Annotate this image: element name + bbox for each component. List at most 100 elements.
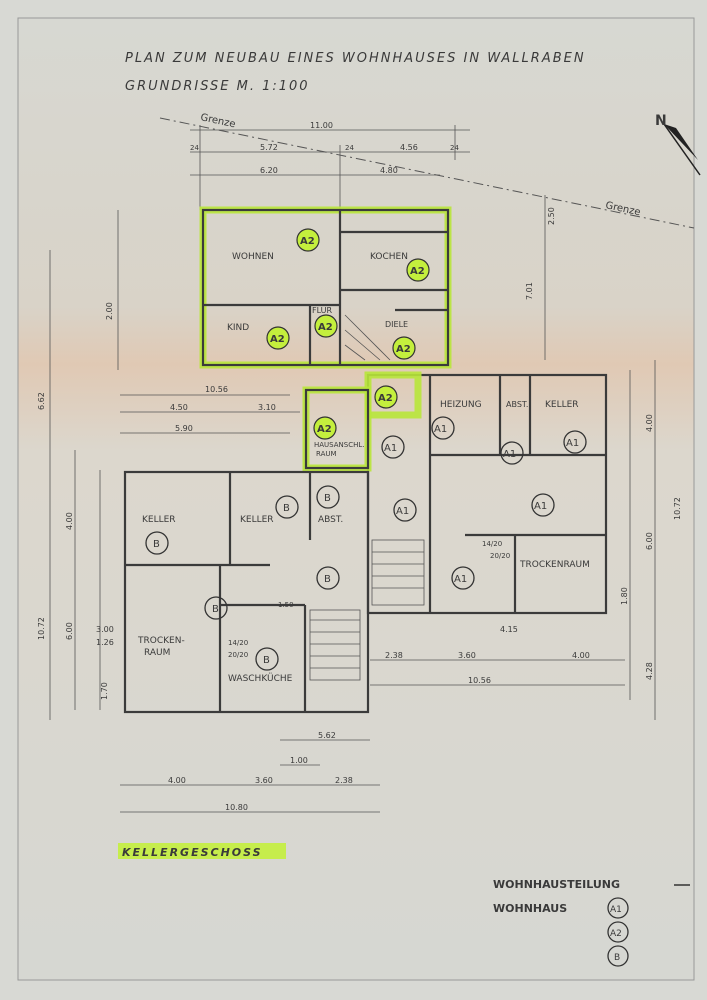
svg-text:24: 24: [345, 144, 354, 152]
badge-a1-6: A1: [531, 493, 555, 517]
legend-title: WOHNHAUSTEILUNG: [493, 878, 620, 891]
middle-dimension-chain: 10.56 4.50 3.10 5.90: [120, 385, 300, 434]
badge-a1-3: A1: [500, 441, 524, 465]
badge-a1-7: A1: [451, 566, 475, 590]
svg-text:4.15: 4.15: [500, 625, 518, 634]
bottom-dimension-chain: 2.38 3.60 4.00 10.56 4.15 5.62 1.00 4.00…: [120, 625, 625, 813]
svg-text:20/20: 20/20: [490, 552, 510, 560]
badge-b-1: B: [145, 531, 169, 555]
basement-plan: [123, 371, 608, 714]
room-label-flur: FLUR: [312, 306, 333, 315]
svg-text:5.62: 5.62: [318, 731, 336, 740]
svg-text:A2: A2: [270, 334, 285, 345]
svg-text:4.56: 4.56: [400, 143, 418, 152]
north-arrow: N: [655, 113, 701, 176]
room-label-heizung: HEIZUNG: [440, 400, 482, 410]
badge-b-5: B: [204, 596, 228, 620]
floor-label: KELLERGESCHOSS: [122, 846, 263, 859]
svg-text:2.00: 2.00: [105, 302, 114, 320]
svg-text:5.72: 5.72: [260, 143, 278, 152]
svg-text:14/20: 14/20: [228, 639, 248, 647]
svg-text:2.38: 2.38: [335, 776, 353, 785]
svg-text:1.26: 1.26: [96, 638, 114, 647]
svg-text:6.00: 6.00: [65, 622, 74, 640]
svg-text:A1: A1: [534, 501, 547, 512]
plan-subtitle: GRUNDRISSE M. 1:100: [125, 79, 310, 94]
svg-text:2.50: 2.50: [547, 207, 556, 225]
badge-a2-flur: A2: [314, 314, 338, 338]
upper-floor-plan: [199, 206, 452, 369]
badge-a2-entry: A2: [374, 385, 398, 409]
svg-text:4.80: 4.80: [380, 166, 398, 175]
svg-text:2.38: 2.38: [385, 651, 403, 660]
badge-b-4: B: [316, 566, 340, 590]
svg-text:24: 24: [190, 144, 199, 152]
svg-text:4.28: 4.28: [645, 662, 654, 680]
floor-label-highlight: [118, 843, 286, 859]
room-label-hausanschl-raum: RAUM: [316, 450, 337, 458]
room-label-abst-top: ABST.: [506, 400, 528, 409]
svg-text:4.00: 4.00: [168, 776, 186, 785]
svg-text:A1: A1: [610, 905, 622, 915]
svg-text:10.72: 10.72: [37, 617, 46, 640]
svg-text:24: 24: [450, 144, 459, 152]
svg-text:B: B: [212, 604, 219, 615]
room-label-keller-left: KELLER: [142, 515, 176, 525]
svg-text:A2: A2: [378, 393, 393, 404]
room-label-keller-topright: KELLER: [545, 400, 579, 410]
svg-text:B: B: [283, 503, 290, 514]
room-label-trocken: TROCKEN-: [137, 636, 185, 646]
svg-text:1.00: 1.00: [290, 756, 308, 765]
badge-a2-kochen: A2: [406, 258, 430, 282]
svg-text:A1: A1: [434, 424, 447, 435]
svg-text:3.10: 3.10: [258, 403, 276, 412]
badge-a2-hausanschl: A2: [313, 416, 337, 440]
svg-text:20/20: 20/20: [228, 651, 248, 659]
svg-text:10.72: 10.72: [673, 497, 682, 520]
badge-b-2: B: [275, 495, 299, 519]
svg-text:6.62: 6.62: [37, 392, 46, 410]
badge-a2-kind: A2: [266, 326, 290, 350]
svg-text:B: B: [153, 539, 160, 550]
room-label-diele: DIELE: [385, 320, 408, 329]
svg-text:A1: A1: [384, 443, 397, 454]
svg-text:4.50: 4.50: [170, 403, 188, 412]
svg-text:1.50: 1.50: [278, 601, 294, 609]
left-dimension-chain: 2.00 6.62 10.72 4.00 6.00 1.70 3.00 1.26: [37, 210, 119, 720]
svg-text:5.90: 5.90: [175, 424, 193, 433]
boundary-line: [159, 117, 695, 229]
svg-text:A2: A2: [318, 322, 333, 333]
svg-text:B: B: [614, 953, 620, 963]
room-label-wohnen: WOHNEN: [232, 252, 274, 262]
badge-b-3: B: [316, 485, 340, 509]
legend-wohnhaus: WOHNHAUS: [493, 902, 567, 915]
room-label-kind: KIND: [227, 323, 249, 333]
room-label-trocken-raum: RAUM: [144, 648, 170, 658]
badge-a1-2: A1: [431, 416, 455, 440]
svg-text:10.80: 10.80: [225, 803, 248, 812]
svg-text:10.56: 10.56: [205, 385, 228, 394]
legend-badge-a2: A2: [607, 921, 629, 943]
svg-text:1.70: 1.70: [100, 682, 109, 700]
badge-a1-5: A1: [393, 498, 417, 522]
svg-text:1.80: 1.80: [620, 587, 629, 605]
svg-text:7.01: 7.01: [525, 282, 534, 300]
room-label-keller-mid: KELLER: [240, 515, 274, 525]
badge-b-6: B: [255, 647, 279, 671]
svg-text:N: N: [655, 113, 667, 129]
svg-text:A2: A2: [610, 929, 622, 939]
badge-a1-1: A1: [381, 435, 405, 459]
svg-text:14/20: 14/20: [482, 540, 502, 548]
svg-text:4.00: 4.00: [645, 414, 654, 432]
svg-text:B: B: [324, 493, 331, 504]
room-label-abst-mid: ABST.: [318, 515, 343, 525]
svg-text:A1: A1: [396, 506, 409, 517]
svg-text:A2: A2: [410, 266, 425, 277]
svg-text:A1: A1: [454, 574, 467, 585]
svg-text:A2: A2: [300, 236, 315, 247]
right-dimension-chain: 2.50 7.01 10.72 4.00 6.00 4.28 1.80: [525, 195, 682, 720]
badge-a1-4: A1: [563, 430, 587, 454]
plan-title: PLAN ZUM NEUBAU EINES WOHNHAUSES IN WALL…: [125, 51, 586, 66]
